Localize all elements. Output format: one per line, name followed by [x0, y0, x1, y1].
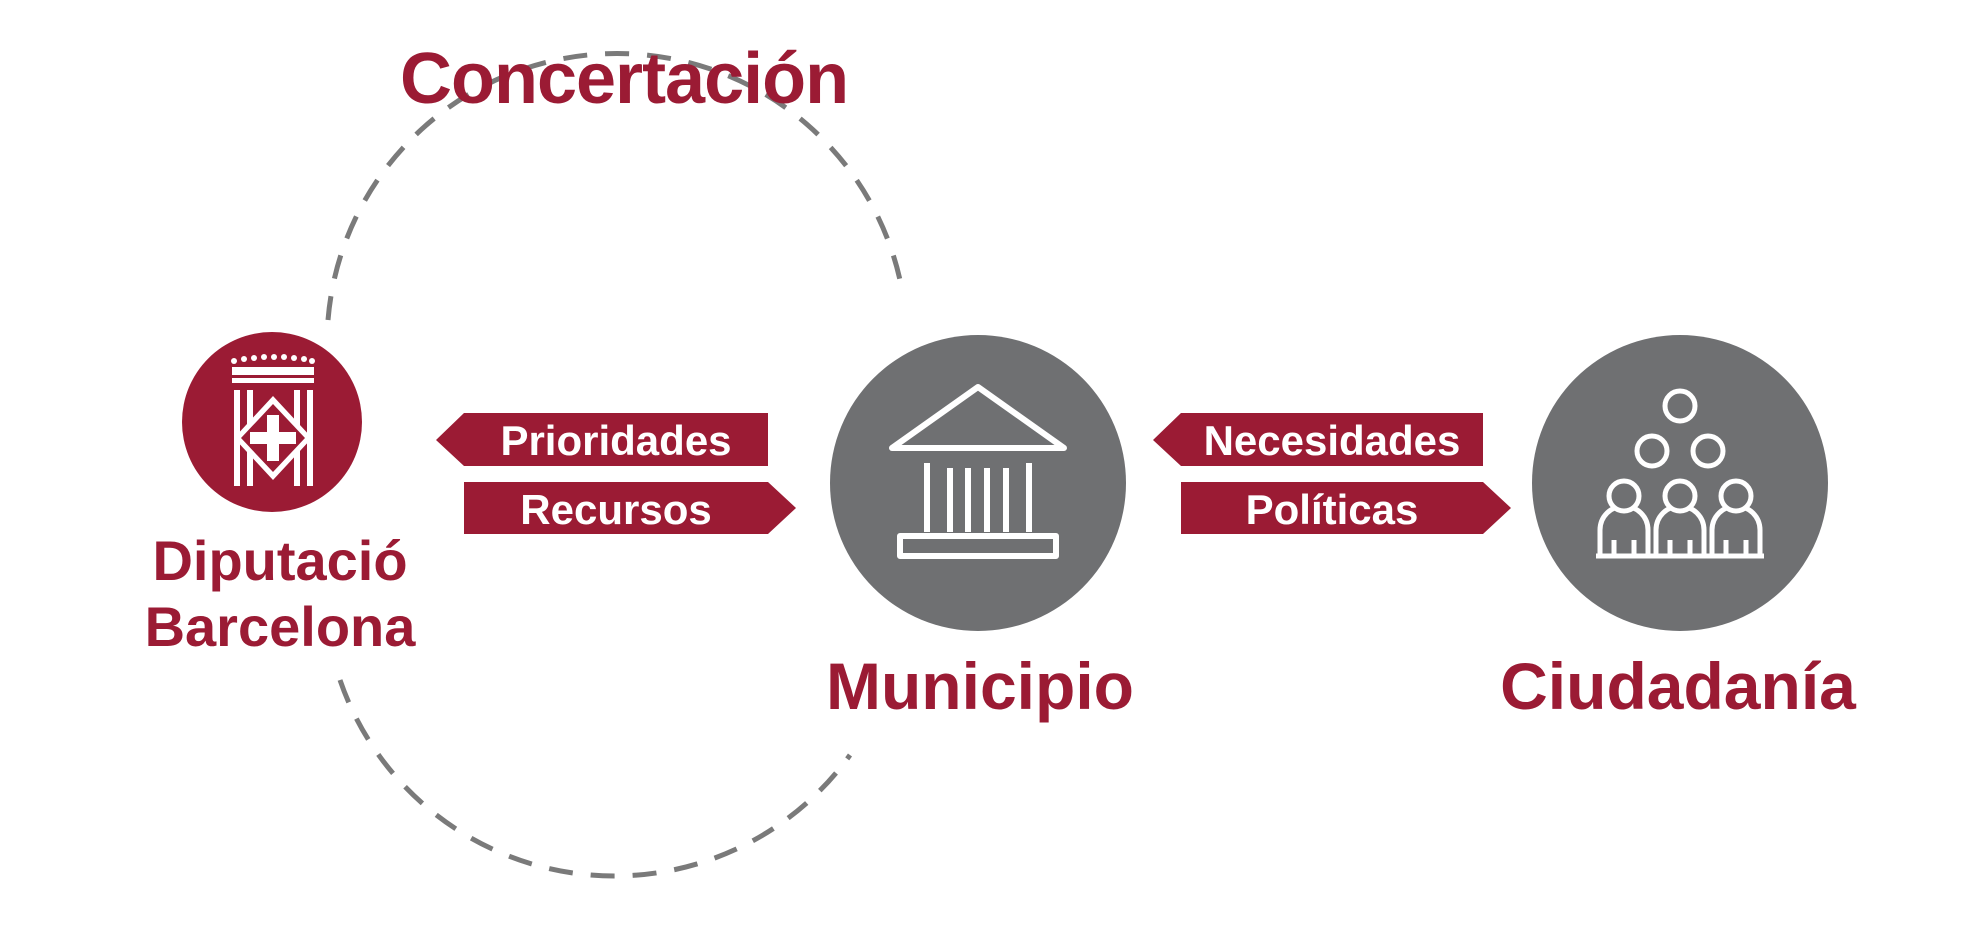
ciudadania-node	[1532, 335, 1828, 631]
diputacio-barcelona-label: Diputació Barcelona	[120, 528, 440, 660]
arrow-politicas-label: Políticas	[1246, 486, 1419, 533]
diputacio-label-line2: Barcelona	[144, 595, 416, 658]
concertation-arc-top	[325, 51, 903, 321]
municipio-label: Municipio	[826, 649, 1134, 723]
arrow-necesidades: Necesidades	[1153, 413, 1483, 466]
people-group-icon	[1596, 388, 1764, 559]
arrow-prioridades: Prioridades	[436, 413, 768, 466]
arrow-politicas: Políticas	[1181, 482, 1511, 534]
government-building-icon	[889, 384, 1067, 559]
diagram-title: Concertación	[400, 39, 849, 119]
arrow-recursos-label: Recursos	[520, 486, 711, 533]
arrow-prioridades-label: Prioridades	[500, 417, 731, 464]
diputacio-barcelona-logo	[182, 332, 362, 512]
arrow-necesidades-label: Necesidades	[1204, 417, 1461, 464]
arrow-recursos: Recursos	[464, 482, 796, 534]
municipio-node	[830, 335, 1126, 631]
ciudadania-label: Ciudadanía	[1500, 649, 1856, 723]
diputacio-label-line1: Diputació	[152, 529, 408, 592]
concertation-arc-bottom	[337, 679, 853, 879]
